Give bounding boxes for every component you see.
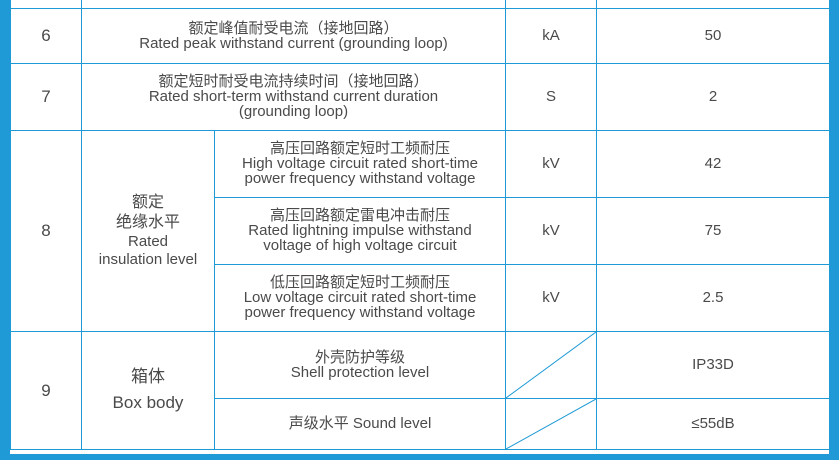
- category-en-line-2: insulation level: [98, 250, 198, 268]
- value-cell: 2: [596, 62, 830, 131]
- stub-cell: [505, 0, 597, 9]
- unit-cell: kV: [505, 129, 597, 198]
- sub-item-en-line-1: Rated lightning impulse withstand: [248, 222, 472, 239]
- spec-table: 6 额定峰值耐受电流（接地回路） Rated peak withstand cu…: [10, 0, 830, 450]
- value-cell: IP33D: [596, 330, 830, 399]
- category-en-line-1: Rated: [127, 232, 169, 250]
- category-cell: 箱体 Box body: [81, 330, 215, 450]
- sub-item-cn: 高压回路额定雷电冲击耐压: [269, 207, 450, 224]
- category-cell: 额定 绝缘水平 Rated insulation level: [81, 129, 215, 332]
- sub-item-cn: 高压回路额定短时工频耐压: [269, 140, 450, 157]
- sub-item-en-line-1: High voltage circuit rated short-time: [242, 155, 478, 172]
- unit-cell-empty: [505, 330, 597, 399]
- category-cn-line-1: 额定: [131, 193, 164, 211]
- sub-item-en-line-1: Low voltage circuit rated short-time: [243, 289, 477, 306]
- diagonal-slash: [506, 332, 596, 398]
- item-cell: 额定峰值耐受电流（接地回路） Rated peak withstand curr…: [81, 7, 506, 64]
- diagonal-slash: [506, 399, 596, 449]
- category-cn: 箱体: [131, 367, 165, 386]
- stub-cell: [10, 0, 82, 9]
- sub-item-en: Shell protection level: [290, 363, 430, 381]
- table-row: 9 箱体 Box body 外壳防护等级 Shell protection le…: [10, 330, 830, 450]
- sub-item-cn: 外壳防护等级: [314, 348, 405, 366]
- stub-cell: [81, 0, 506, 9]
- sub-item-cell: 低压回路额定短时工频耐压 Low voltage circuit rated s…: [214, 263, 506, 332]
- table-row-top-stub: [10, 0, 830, 9]
- sub-item-en-line-2: power frequency withstand voltage: [244, 304, 476, 321]
- sub-item-cell: 外壳防护等级 Shell protection level: [214, 330, 506, 399]
- value-cell: 2.5: [596, 263, 830, 332]
- sub-item-cn: 低压回路额定短时工频耐压: [269, 274, 450, 291]
- value-cell: 50: [596, 7, 830, 64]
- item-cell: 额定短时耐受电流持续时间（接地回路） Rated short-term with…: [81, 62, 506, 131]
- category-en: Box body: [112, 393, 184, 412]
- row-number: 8: [10, 129, 82, 332]
- row-number: 6: [10, 7, 82, 64]
- value-cell: ≤55dB: [596, 397, 830, 450]
- item-en-line-2: (grounding loop): [238, 103, 349, 120]
- sub-item-en-line-2: power frequency withstand voltage: [244, 170, 476, 187]
- item-cn: 额定峰值耐受电流（接地回路）: [188, 19, 399, 37]
- value-cell: 42: [596, 129, 830, 198]
- unit-cell: kA: [505, 7, 597, 64]
- unit-cell: S: [505, 62, 597, 131]
- unit-cell: kV: [505, 263, 597, 332]
- row-number: 9: [10, 330, 82, 450]
- sub-item-cell: 高压回路额定短时工频耐压 High voltage circuit rated …: [214, 129, 506, 198]
- table-row: 8 额定 绝缘水平 Rated insulation level 高压回路额定短…: [10, 129, 830, 332]
- table-row: 6 额定峰值耐受电流（接地回路） Rated peak withstand cu…: [10, 7, 830, 64]
- sub-item-cell: 声级水平 Sound level: [214, 397, 506, 450]
- sub-item-en-line-2: voltage of high voltage circuit: [263, 237, 457, 254]
- table-row: 低压回路额定短时工频耐压 Low voltage circuit rated s…: [11, 263, 830, 332]
- table-row: 7 额定短时耐受电流持续时间（接地回路） Rated short-term wi…: [10, 62, 830, 131]
- item-en-line-1: Rated short-term withstand current durat…: [148, 88, 439, 105]
- item-cn: 额定短时耐受电流持续时间（接地回路）: [158, 73, 429, 90]
- value-cell: 75: [596, 196, 830, 265]
- row-number: 7: [10, 62, 82, 131]
- stub-cell: [596, 0, 830, 9]
- sub-item-cell: 高压回路额定雷电冲击耐压 Rated lightning impulse wit…: [214, 196, 506, 265]
- unit-cell: kV: [505, 196, 597, 265]
- unit-cell-empty: [505, 397, 597, 450]
- table-row: 声级水平 Sound level ≤55dB: [11, 397, 830, 450]
- category-cn-line-2: 绝缘水平: [115, 213, 180, 231]
- item-en: Rated peak withstand current (grounding …: [139, 34, 448, 52]
